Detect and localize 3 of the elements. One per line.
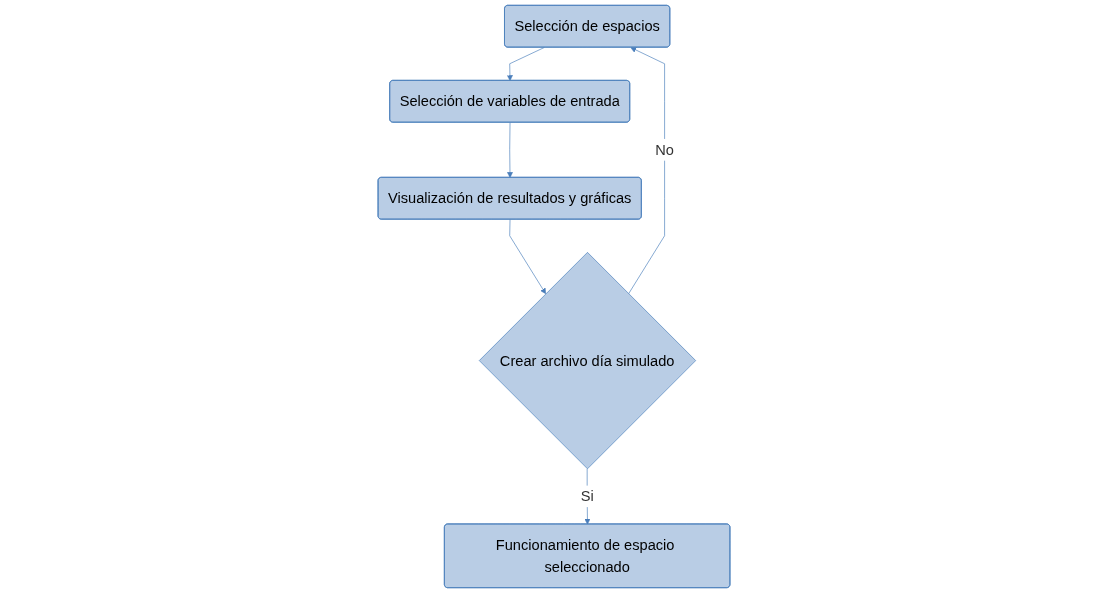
node-diamond: Crear archivo día simulado <box>478 252 697 470</box>
edge-label: Si <box>580 488 594 505</box>
edge-label: No <box>655 141 674 159</box>
